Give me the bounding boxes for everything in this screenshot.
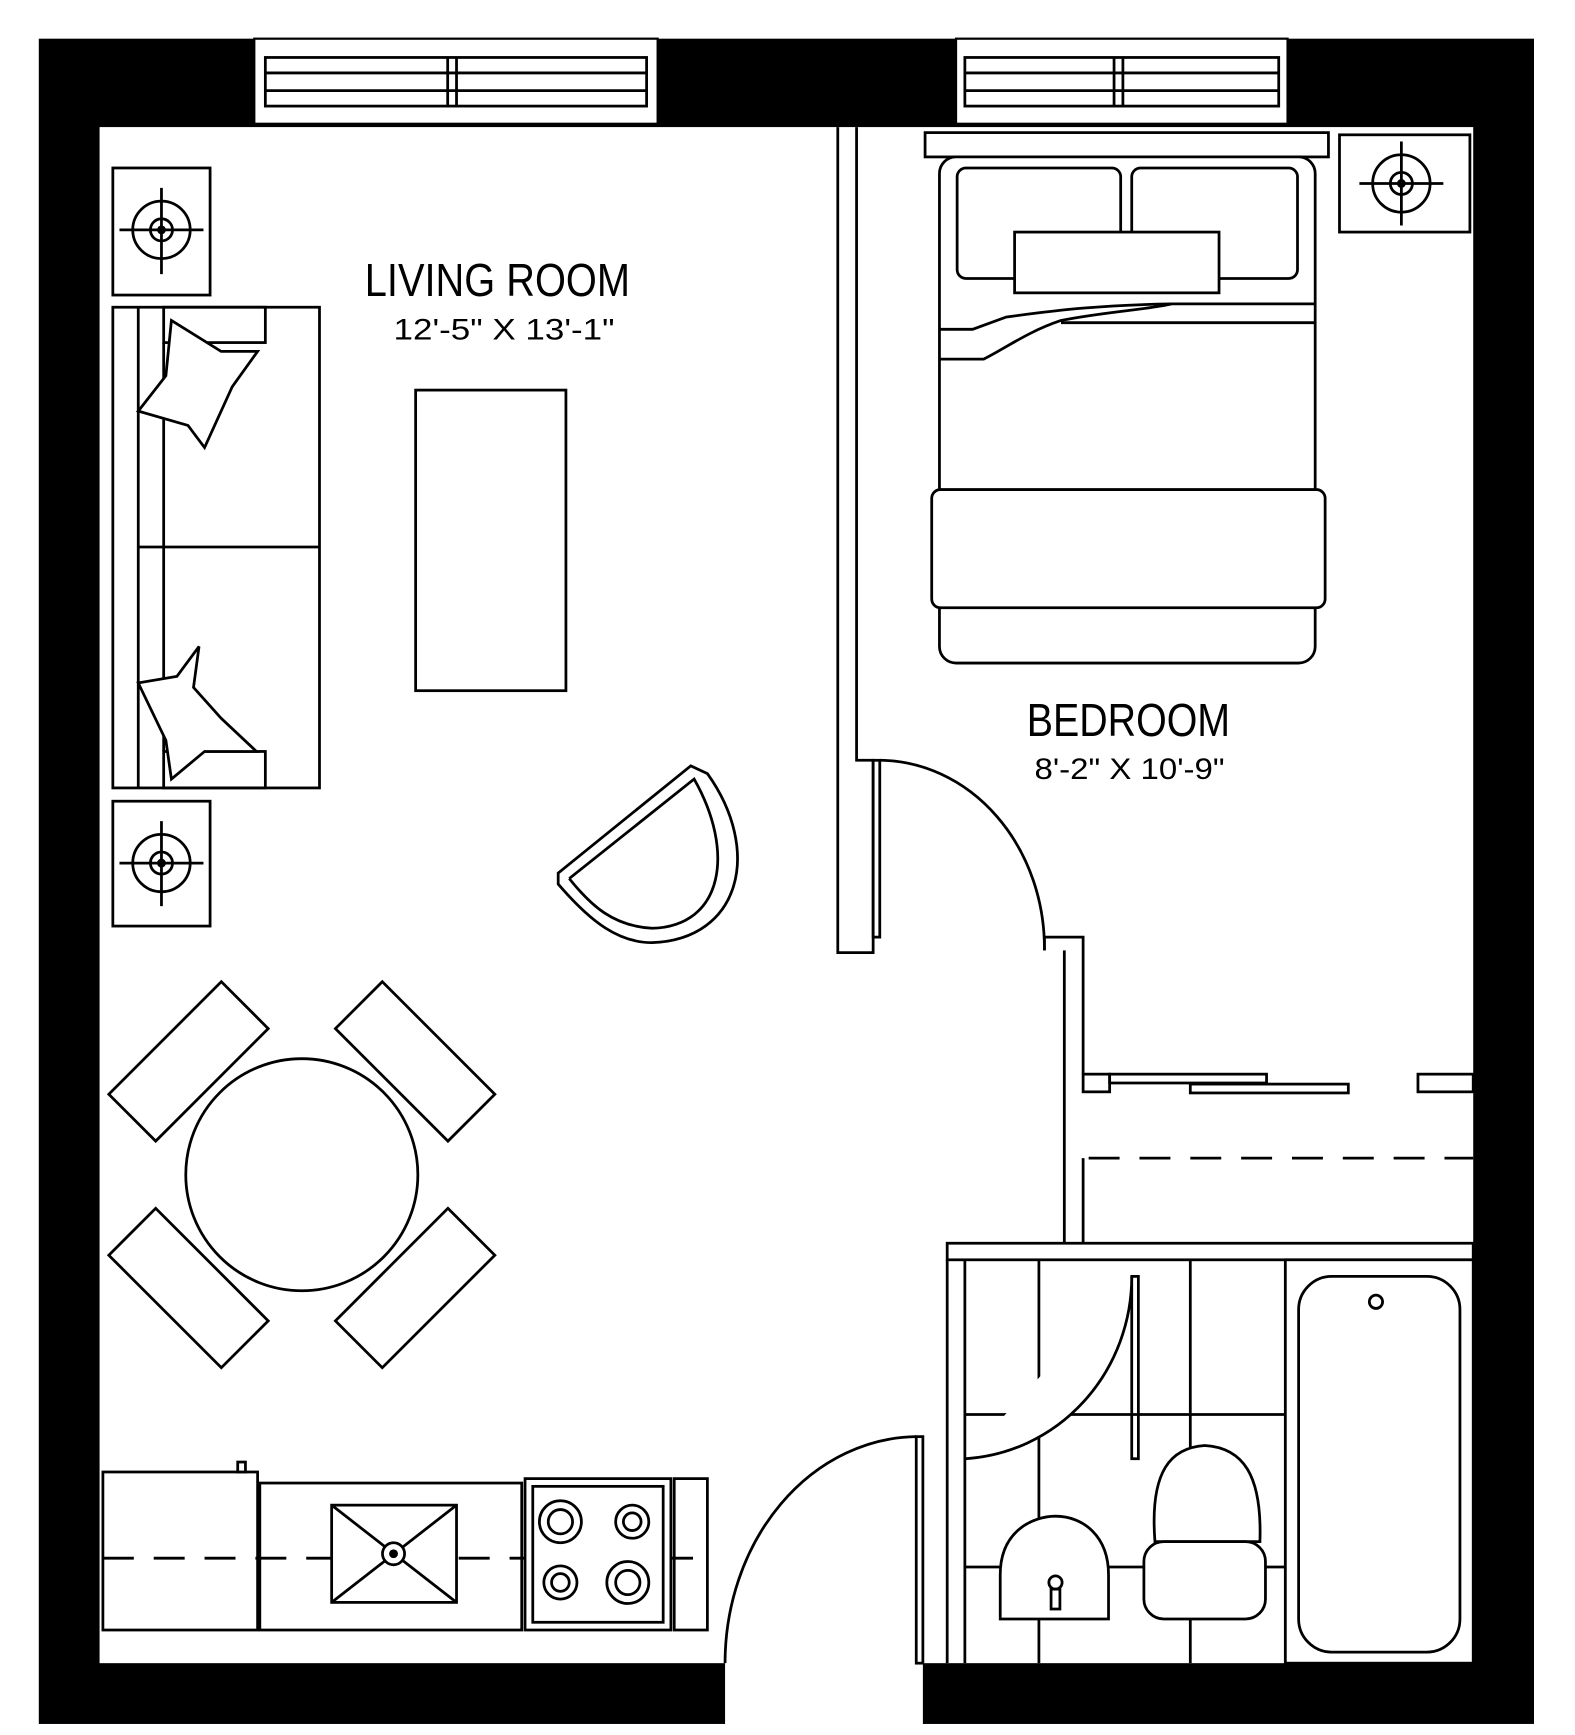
- bathroom-sink: [998, 1514, 1110, 1621]
- sofa: [111, 305, 321, 790]
- armchair: [556, 764, 739, 945]
- toilet: [1142, 1444, 1267, 1621]
- bathroom-door[interactable]: [964, 1275, 1140, 1461]
- window-bedroom: [954, 37, 1289, 125]
- bed: [923, 131, 1330, 665]
- bedroom-door[interactable]: [871, 758, 1046, 951]
- kitchen-sink: [330, 1503, 458, 1604]
- dining-table: [184, 1057, 420, 1293]
- cushion-icon: [135, 318, 261, 451]
- living-room-dimensions: 12'-5" X 13'-1": [394, 313, 615, 346]
- cushion-icon: [136, 645, 260, 782]
- window-living: [253, 37, 659, 125]
- stove: [523, 1477, 673, 1632]
- closet[interactable]: [1081, 1072, 1475, 1160]
- lamp-table: [111, 799, 212, 928]
- lamp-table: [111, 166, 212, 297]
- coffee-table: [414, 388, 568, 693]
- bathtub: [1283, 1258, 1475, 1665]
- dining-set: [106, 979, 497, 1370]
- lamp-table: [1338, 133, 1472, 234]
- entry-door[interactable]: [723, 1435, 925, 1665]
- bedroom-dimensions: 8'-2" X 10'-9": [1034, 753, 1224, 786]
- living-room-label: LIVING ROOM: [365, 254, 630, 306]
- bedroom-label: BEDROOM: [1027, 694, 1230, 746]
